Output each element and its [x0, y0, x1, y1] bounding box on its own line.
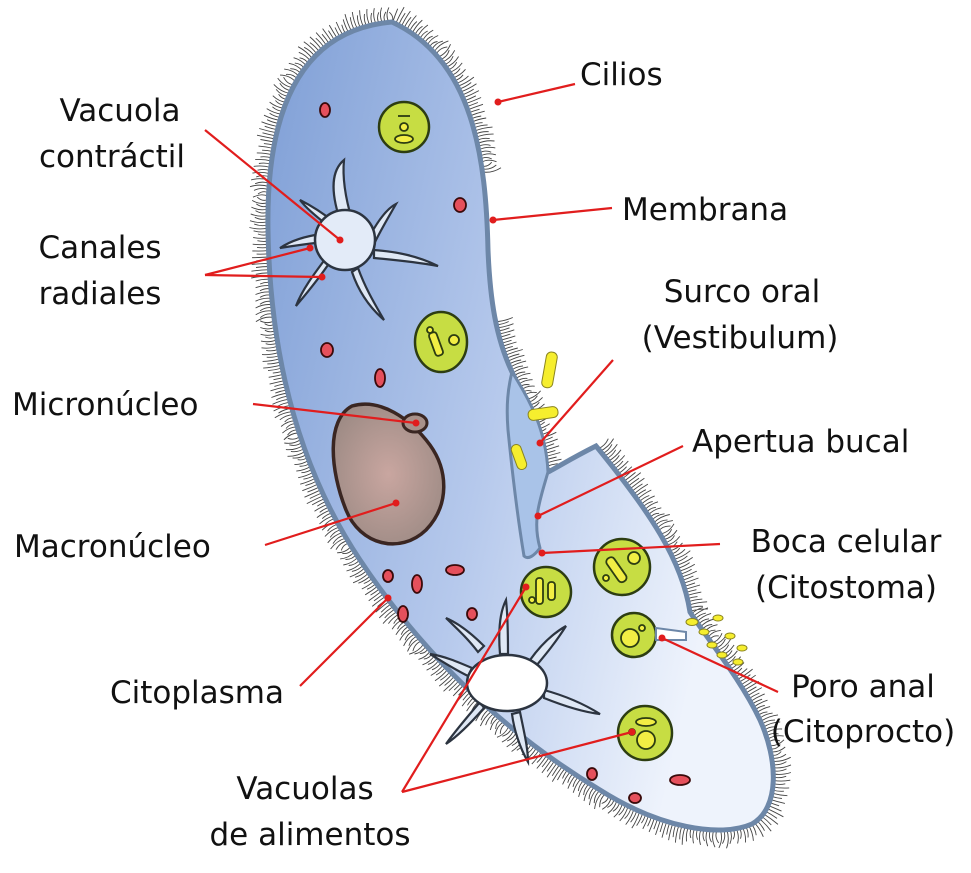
label-vacuolas-alimentos-line1: Vacuolas	[236, 771, 373, 807]
food-vacuole-3	[521, 567, 571, 617]
label-surco-oral-line2: (Vestibulum)	[642, 320, 839, 356]
label-cilios: Cilios	[580, 57, 663, 93]
label-canales-radiales-line2: radiales	[39, 276, 162, 312]
food-vacuole-5	[612, 613, 656, 657]
label-vacuola-contractil-line1: Vacuola	[59, 93, 180, 129]
label-membrana: Membrana	[622, 192, 788, 228]
label-boca-celular-line1: Boca celular	[751, 524, 942, 560]
label-boca-celular-line2: (Citostoma)	[755, 570, 937, 606]
food-vacuole-2	[415, 312, 467, 372]
label-vacuola-contractil-line2: contráctil	[39, 139, 185, 175]
label-canales-radiales-line1: Canales	[38, 230, 161, 266]
label-vacuolas-alimentos-line2: de alimentos	[209, 817, 410, 853]
label-apertua-bucal: Apertua bucal	[692, 424, 909, 460]
label-micronucleo: Micronúcleo	[12, 387, 198, 423]
label-citoplasma: Citoplasma	[110, 675, 284, 711]
label-surco-oral-line1: Surco oral	[664, 274, 821, 310]
label-poro-anal-line2: (Citoprocto)	[771, 714, 955, 750]
food-vacuole-1	[379, 102, 429, 152]
label-poro-anal-line1: Poro anal	[791, 669, 935, 705]
label-macronucleo: Macronúcleo	[14, 529, 211, 565]
